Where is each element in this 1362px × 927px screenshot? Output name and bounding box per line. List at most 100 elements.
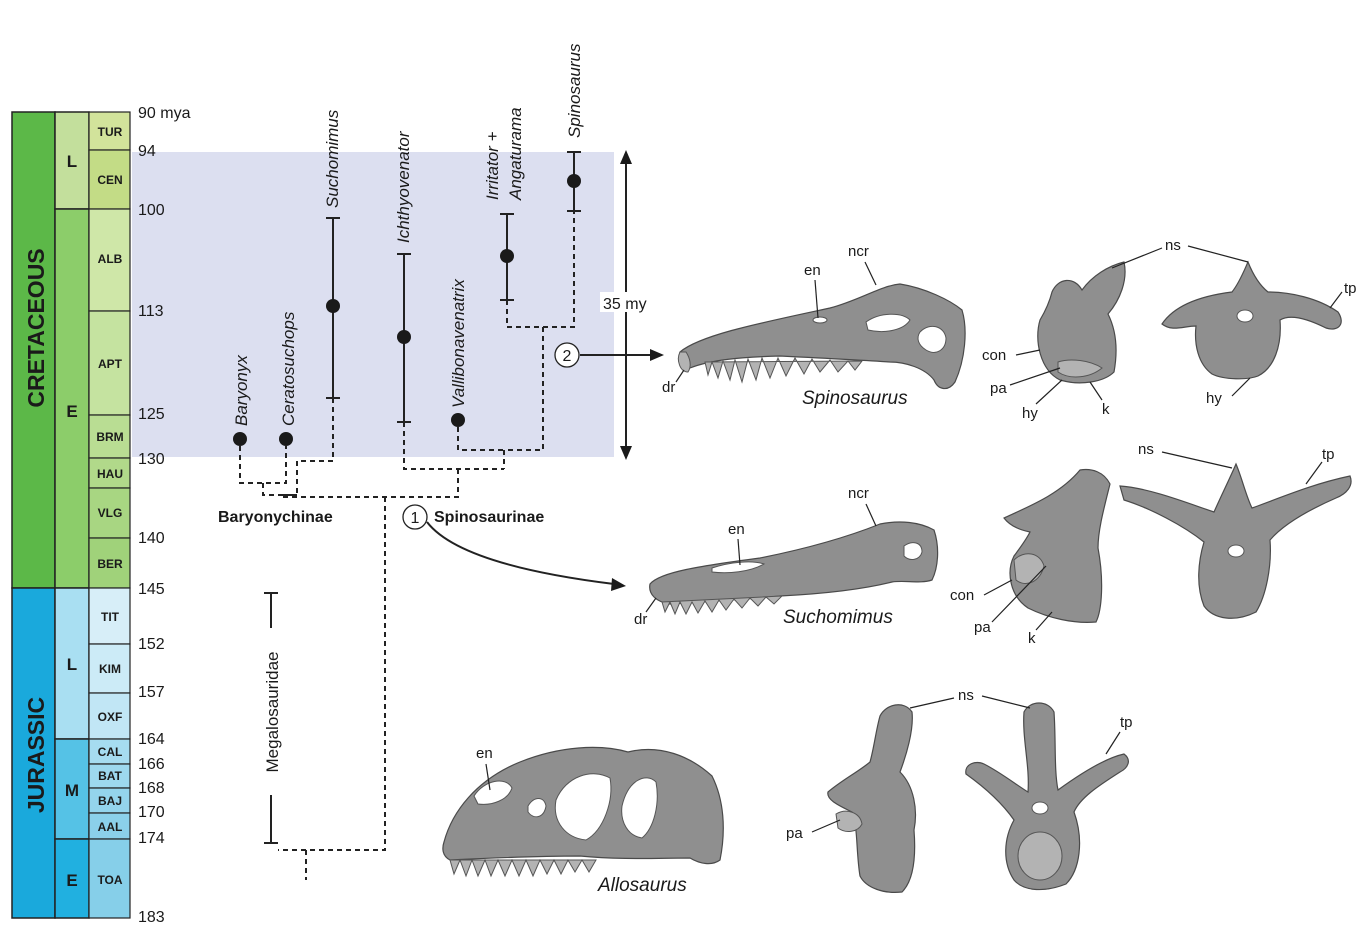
taxon-label-suchomimus: Suchomimus <box>323 109 342 208</box>
age-label: 168 <box>138 780 165 797</box>
anat-label-hy: hy <box>1022 405 1038 422</box>
anat-label-tp: tp <box>1344 280 1357 297</box>
anat-label-en: en <box>728 521 745 538</box>
taxon-label-spinosaurus: Spinosaurus <box>565 43 584 138</box>
age-label: 164 <box>138 731 165 748</box>
taxon-point-vallibonavenatrix <box>451 413 465 427</box>
suchomimus-orbit <box>904 543 922 560</box>
anat-label-ncr: ncr <box>848 243 869 260</box>
anat-label-tp: tp <box>1120 714 1133 731</box>
clade-label-baryonychinae: Baryonychinae <box>218 509 333 526</box>
taxon-point-ichthyovenator <box>397 330 411 344</box>
epoch-label: L <box>67 152 77 171</box>
epoch-early-cretaceous <box>55 209 89 588</box>
spinosaurus-teeth <box>705 358 862 382</box>
age-label: 170 <box>138 804 165 821</box>
age-label: 100 <box>138 202 165 219</box>
stage-label: TIT <box>101 610 120 624</box>
anat-label-en: en <box>804 262 821 279</box>
age-label: 94 <box>138 143 156 160</box>
anat-label-ncr: ncr <box>848 485 869 502</box>
anat-label-con: con <box>950 587 974 604</box>
period-label-cretaceous: CRETACEOUS <box>23 248 49 407</box>
stage-label: APT <box>98 357 123 371</box>
stage-label: OXF <box>98 710 123 724</box>
taxon-point-suchomimus <box>326 299 340 313</box>
age-label: 140 <box>138 530 165 547</box>
specimen-name-allosaurus: Allosaurus <box>597 875 687 896</box>
clade-label-spinosaurinae: Spinosaurinae <box>434 509 544 526</box>
stage-label: KIM <box>99 662 121 676</box>
suchomimus-skull <box>650 522 938 604</box>
suchomimus-vertebra-lateral <box>1004 470 1110 623</box>
suchomimus-specimens: en ncr dr Suchomimus ns tp con pa k <box>634 441 1351 647</box>
period-label-jurassic: JURASSIC <box>23 697 49 813</box>
epoch-label: E <box>66 871 77 890</box>
anat-label-k: k <box>1102 401 1110 418</box>
span-arrowhead-bottom <box>620 446 632 460</box>
stage-label: ALB <box>98 252 123 266</box>
taxon-point-baryonyx <box>233 432 247 446</box>
span-label: 35 my <box>603 296 647 313</box>
taxon-label-angaturama: Angaturama <box>506 107 525 201</box>
spinosaurus-vertebra-anterior <box>1162 262 1341 379</box>
stage-label: BRM <box>96 430 123 444</box>
allosaurus-specimens: en Allosaurus ns tp pa <box>443 687 1133 896</box>
anat-label-ns: ns <box>1165 237 1181 254</box>
epoch-label: E <box>66 402 77 421</box>
age-label: 145 <box>138 581 165 598</box>
stage-label: TUR <box>98 125 123 139</box>
highlight-interval <box>132 152 614 457</box>
taxon-point-ceratosuchops <box>279 432 293 446</box>
age-label: 113 <box>138 303 164 320</box>
age-label: 183 <box>138 909 165 926</box>
anat-label-k: k <box>1028 630 1036 647</box>
stage-label: BAJ <box>98 794 122 808</box>
spinosaurus-naris <box>813 317 827 323</box>
age-label: 166 <box>138 756 165 773</box>
stage-label: CAL <box>98 745 123 759</box>
allosaurus-teeth <box>450 860 596 876</box>
taxon-label-vallibonavenatrix: Vallibonavenatrix <box>449 279 468 408</box>
anat-label-pa: pa <box>990 380 1007 397</box>
anat-label-dr: dr <box>634 611 647 628</box>
anat-label-en: en <box>476 745 493 762</box>
anat-label-hy: hy <box>1206 390 1222 407</box>
allosaurus-vertebra-lateral <box>828 705 916 893</box>
epoch-label: M <box>65 781 79 800</box>
age-label: 152 <box>138 636 165 653</box>
stage-label: HAU <box>97 467 123 481</box>
stage-label: VLG <box>98 506 123 520</box>
age-label: 125 <box>138 406 165 423</box>
age-label: 130 <box>138 451 165 468</box>
anat-label-con: con <box>982 347 1006 364</box>
clade-label-megalosauridae: Megalosauridae <box>263 652 282 773</box>
taxon-label-irritator: Irritator + <box>483 131 502 200</box>
node-marker-2-label: 2 <box>563 348 572 365</box>
anat-label-pa: pa <box>786 825 803 842</box>
taxon-label-ichthyovenator: Ichthyovenator <box>394 130 413 243</box>
anat-label-pa: pa <box>974 619 991 636</box>
node-marker-1-label: 1 <box>411 510 420 527</box>
stage-label: CEN <box>97 173 122 187</box>
specimen-name-suchomimus: Suchomimus <box>783 607 893 628</box>
node-1-arrowhead <box>611 578 626 591</box>
suchomimus-vertebra-anterior <box>1120 464 1351 618</box>
anat-label-tp: tp <box>1322 446 1335 463</box>
anat-label-ns: ns <box>1138 441 1154 458</box>
taxon-label-baryonyx: Baryonyx <box>232 355 251 426</box>
node-1-arrow <box>427 522 614 584</box>
age-label: 90 mya <box>138 105 191 122</box>
taxon-point-irritator <box>500 249 514 263</box>
taxon-label-ceratosuchops: Ceratosuchops <box>279 311 298 426</box>
stage-label: BER <box>97 557 123 571</box>
epoch-label: L <box>67 655 77 674</box>
span-arrowhead-top <box>620 150 632 164</box>
age-label: 174 <box>138 830 165 847</box>
stage-label: BAT <box>98 769 122 783</box>
anat-label-dr: dr <box>662 379 675 396</box>
specimen-name-spinosaurus: Spinosaurus <box>802 388 908 409</box>
taxon-point-spinosaurus <box>567 174 581 188</box>
age-label: 157 <box>138 684 165 701</box>
